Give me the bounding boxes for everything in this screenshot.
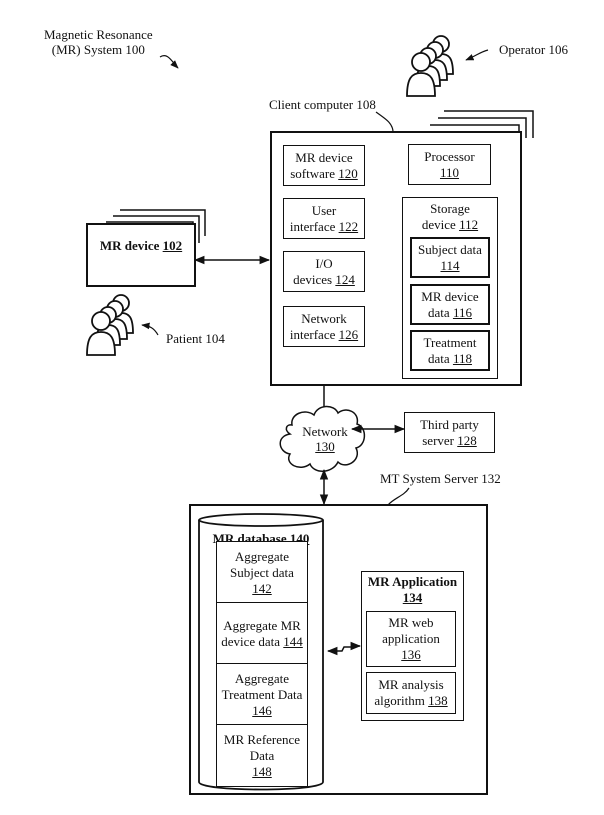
mr-web-app-line1: MR web	[388, 615, 433, 631]
network-interface-line2: interface 126	[290, 327, 358, 343]
network-name: Network	[296, 424, 354, 439]
user-interface-box[interactable]: User interface 122	[283, 198, 365, 239]
mr-device-box[interactable]: MR device 102	[86, 223, 196, 287]
mr-device-data-line1: MR device	[421, 289, 478, 305]
third-party-line2: server 128	[422, 433, 477, 449]
processor-box[interactable]: Processor 110	[408, 144, 491, 185]
third-party-line1: Third party	[420, 417, 479, 433]
user-interface-line1: User	[312, 203, 337, 219]
mr-reference-box[interactable]: MR Reference Data 148	[216, 724, 308, 787]
system-label-line2: (MR) System 100	[44, 42, 153, 57]
mr-application-name: MR Application	[368, 574, 457, 590]
mr-device-title: MR device 102	[100, 238, 182, 254]
aggregate-mr-device-line2: device data 144	[221, 634, 303, 650]
mr-analysis-line2: algorithm 138	[374, 693, 447, 709]
mr-reference-line1: MR Reference	[224, 732, 300, 748]
aggregate-treatment-line2: Treatment Data	[222, 687, 303, 703]
mr-analysis-line1: MR analysis	[378, 677, 443, 693]
processor-line1: Processor	[424, 149, 475, 165]
aggregate-treatment-ref: 146	[252, 703, 272, 719]
db-app-link	[328, 646, 360, 651]
aggregate-subject-box[interactable]: Aggregate Subject data 142	[216, 541, 308, 604]
mr-device-software-box[interactable]: MR device software 120	[283, 145, 365, 186]
mr-analysis-algorithm-box[interactable]: MR analysis algorithm 138	[366, 672, 456, 714]
mt-server-label: MT System Server 132	[380, 471, 501, 486]
client-computer-label: Client computer 108	[269, 97, 376, 112]
mt-server-leader	[388, 488, 409, 505]
aggregate-treatment-line1: Aggregate	[235, 671, 289, 687]
system-leader-arrow	[160, 56, 178, 68]
mr-reference-ref: 148	[252, 764, 272, 780]
network-interface-line1: Network	[301, 311, 347, 327]
aggregate-treatment-box[interactable]: Aggregate Treatment Data 146	[216, 663, 308, 726]
storage-device-line2: device 112	[422, 217, 478, 233]
aggregate-mr-device-line1: Aggregate MR	[223, 618, 301, 634]
system-label-line1: Magnetic Resonance	[44, 27, 153, 42]
mr-application-ref: 134	[403, 590, 423, 606]
operator-label: Operator 106	[499, 42, 568, 57]
subject-data-ref: 114	[440, 258, 459, 274]
mr-reference-line2: Data	[250, 748, 275, 764]
mr-device-software-line2: software 120	[290, 166, 358, 182]
subject-data-line1: Subject data	[418, 242, 482, 258]
io-devices-line2: devices 124	[293, 272, 355, 288]
storage-device-line1: Storage	[430, 201, 470, 217]
mr-device-data-box[interactable]: MR device data 116	[410, 284, 490, 325]
subject-data-box[interactable]: Subject data 114	[410, 237, 490, 278]
system-label: Magnetic Resonance (MR) System 100	[44, 27, 153, 57]
network-interface-box[interactable]: Network interface 126	[283, 306, 365, 347]
io-devices-box[interactable]: I/O devices 124	[283, 251, 365, 292]
patient-leader-arrow	[142, 325, 158, 335]
treatment-data-box[interactable]: Treatment data 118	[410, 330, 490, 371]
processor-ref: 110	[440, 165, 459, 181]
treatment-data-line2: data 118	[428, 351, 472, 367]
aggregate-mr-device-box[interactable]: Aggregate MR device data 144	[216, 602, 308, 665]
mr-web-application-box[interactable]: MR web application 136	[366, 611, 456, 667]
user-interface-line2: interface 122	[290, 219, 358, 235]
treatment-data-line1: Treatment	[424, 335, 477, 351]
mr-web-app-line2: application	[382, 631, 440, 647]
mr-web-app-ref: 136	[401, 647, 421, 663]
network-cloud[interactable]: Network 130	[296, 424, 354, 454]
mr-device-software-line1: MR device	[295, 150, 352, 166]
patient-label: Patient 104	[166, 331, 225, 346]
operator-icon	[407, 36, 453, 96]
io-devices-line1: I/O	[315, 256, 332, 272]
client-computer-leader	[376, 112, 393, 131]
patient-icon	[87, 295, 133, 355]
aggregate-subject-ref: 142	[252, 581, 272, 597]
third-party-server-box[interactable]: Third party server 128	[404, 412, 495, 453]
mr-device-data-line2: data 116	[428, 305, 472, 321]
operator-leader-arrow	[466, 50, 488, 60]
network-ref: 130	[296, 439, 354, 454]
aggregate-subject-line2: Subject data	[230, 565, 294, 581]
aggregate-subject-line1: Aggregate	[235, 549, 289, 565]
